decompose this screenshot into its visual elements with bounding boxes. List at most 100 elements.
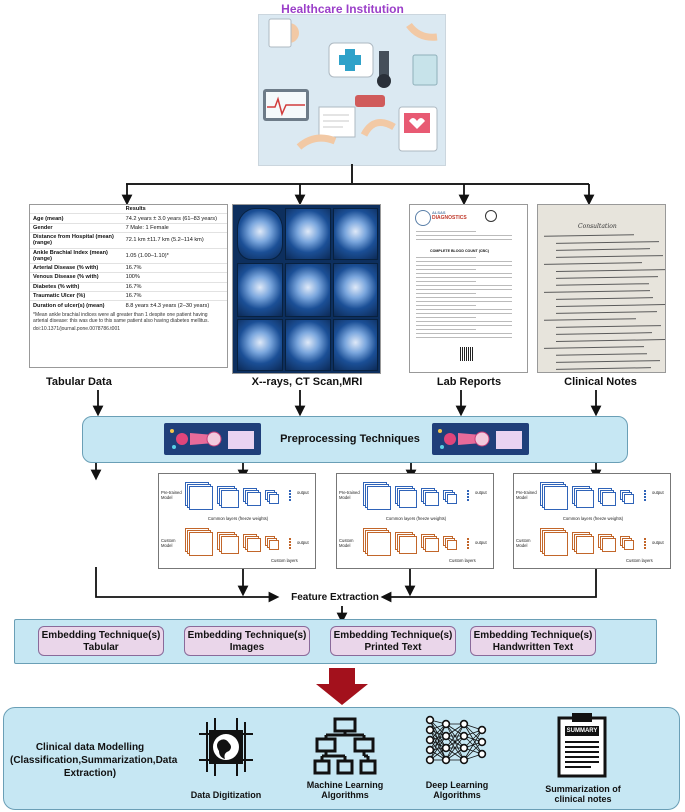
layer-block	[399, 536, 417, 554]
custom-label: Custom Model	[339, 538, 354, 548]
common-layers-label: Common layers (freeze weights)	[562, 516, 624, 521]
custom-layers-label: Custom layers	[271, 558, 298, 563]
output-node	[467, 547, 469, 549]
table-row: Traumatic Ulcer (%)16.7%	[30, 290, 227, 301]
output-node	[644, 493, 646, 495]
report-line	[416, 257, 476, 258]
lab-brand: DIAGNOSTICS	[432, 215, 467, 221]
lab-logo-icon	[415, 210, 431, 226]
report-line	[416, 301, 512, 302]
embedding-title: Embedding Technique(s)	[333, 630, 453, 641]
handwriting-line	[555, 248, 651, 251]
network-node	[477, 749, 487, 759]
results-header: Results	[125, 206, 146, 213]
handwriting-line	[555, 325, 662, 328]
layer-block	[544, 486, 568, 510]
handwriting-line	[555, 353, 648, 356]
network-node	[425, 755, 435, 765]
layer-block	[367, 532, 391, 556]
clipboard-summary-icon: SUMMARY	[557, 712, 607, 778]
layer-block	[602, 492, 616, 506]
embedding-modality: Images	[229, 642, 265, 653]
row-value: 16.7%	[122, 281, 227, 292]
report-line	[416, 239, 512, 240]
diagram-title: Healthcare Institution	[281, 2, 404, 16]
embedding-modality: Printed Text	[364, 642, 422, 653]
globe-chip-icon	[197, 716, 255, 778]
table-row: Diabetes (% with)16.7%	[30, 281, 227, 292]
layer-block	[367, 486, 391, 510]
row-label: Venous Disease (% with)	[30, 272, 123, 283]
embedding-pill: Embedding Technique(s)Images	[184, 626, 310, 656]
output-node	[289, 541, 291, 543]
row-label: Diabetes (% with)	[30, 281, 123, 292]
embedding-title: Embedding Technique(s)	[41, 630, 161, 641]
network-node	[425, 735, 435, 745]
embedding-pill: Embedding Technique(s)Tabular	[38, 626, 164, 656]
handwriting-line	[555, 339, 665, 342]
network-node	[477, 725, 487, 735]
handwriting-line	[543, 234, 635, 237]
report-line	[416, 289, 512, 290]
row-label: Age (mean)	[30, 213, 123, 224]
layer-block	[221, 490, 239, 508]
output-node	[289, 544, 291, 546]
table-row: Age (mean)74.2 years ± 3.0 years (61–83 …	[30, 213, 227, 224]
layer-block	[189, 486, 213, 510]
results-table: Results Age (mean)74.2 years ± 3.0 years…	[30, 205, 227, 310]
network-node	[459, 743, 469, 753]
down-arrow	[316, 668, 368, 705]
output-node	[467, 541, 469, 543]
output-label: output	[475, 540, 487, 545]
network-node	[441, 719, 451, 729]
neck-xray	[333, 319, 378, 371]
report-line	[416, 317, 476, 318]
row-value: 100%	[122, 272, 227, 283]
table-row: Arterial Disease (% with)16.7%	[30, 262, 227, 273]
machine-learning-label: Machine Learning Algorithms	[306, 780, 384, 800]
row-label: Gender	[30, 222, 123, 233]
report-line	[416, 297, 512, 298]
embedding-pill: Embedding Technique(s)Printed Text	[330, 626, 456, 656]
notes-heading: Consultation	[578, 223, 617, 230]
output-label: output	[652, 490, 664, 495]
flowchart-icon	[313, 717, 377, 777]
handwriting-line	[555, 360, 661, 363]
row-value: 1.05 (1.00–1.10)*	[122, 247, 227, 264]
foot-xray	[237, 319, 283, 371]
lab-section-title: COMPLETE BLOOD COUNT (CBC)	[430, 249, 489, 253]
row-label: Distance from Hospital (mean) (range)	[30, 232, 123, 248]
layer-block	[602, 538, 616, 552]
output-label: output	[297, 540, 309, 545]
handwriting-line	[555, 311, 658, 314]
output-node	[644, 544, 646, 546]
network-node	[459, 731, 469, 741]
summarization-label: Summarization of clinical notes	[545, 784, 621, 804]
tabular-data-panel: Results Age (mean)74.2 years ± 3.0 years…	[29, 204, 228, 368]
preprocessing-illustration-left	[164, 423, 261, 455]
lab-brand-top: ALSAS	[432, 210, 446, 215]
row-value: 72.1 km ±11.7 km (5.2–114 km)	[122, 232, 227, 248]
table-doi: doi:10.1371/journal.pone.0078786.t001	[33, 325, 121, 332]
report-line	[416, 321, 512, 322]
pretrained-label: Pre-trained Model	[516, 490, 537, 500]
network-node	[425, 715, 435, 725]
label-tabular: Tabular Data	[46, 376, 112, 388]
report-line	[416, 273, 512, 274]
layer-block	[189, 532, 213, 556]
report-line	[416, 325, 512, 326]
data-digitization-label: Data Digitization	[190, 790, 262, 800]
knee-xray	[333, 208, 378, 260]
handwriting-line	[543, 262, 643, 265]
neural-network-icon	[424, 714, 490, 770]
row-value: 8.8 years ±4.3 years (2–30 years)	[122, 300, 227, 310]
row-value: 16.7%	[122, 290, 227, 301]
layer-block	[269, 540, 279, 550]
hero-connector	[351, 164, 353, 184]
branch-bar	[126, 183, 589, 185]
custom-label: Custom Model	[161, 538, 176, 548]
